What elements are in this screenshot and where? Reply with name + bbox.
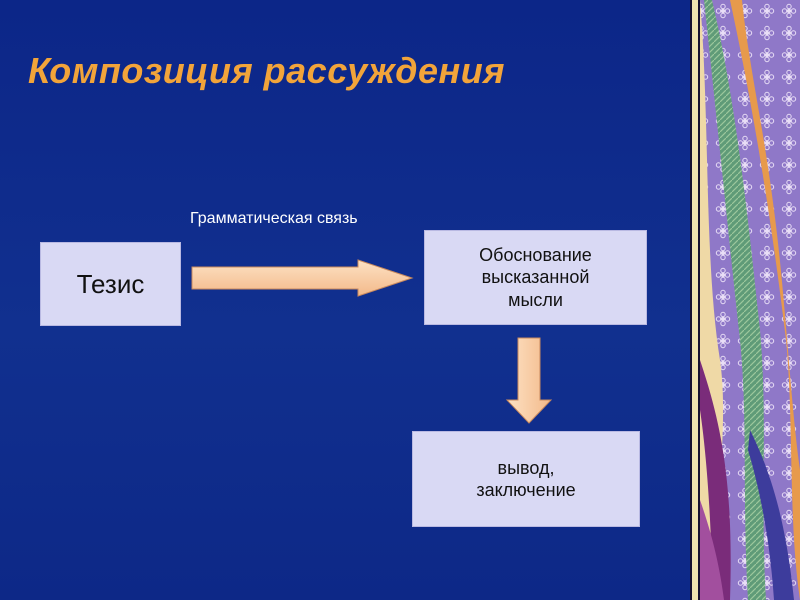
conclusion-box: вывод, заключение	[412, 431, 640, 527]
arrows-layer	[191, 259, 553, 424]
decorative-side-panel	[690, 0, 800, 600]
connector-label: Грамматическая связь	[190, 210, 358, 227]
down-arrow	[505, 337, 553, 424]
thesis-text: Тезис	[76, 268, 145, 299]
reasoning-text: Обоснование высказанной мысли	[479, 244, 592, 310]
thesis-box: Тезис	[40, 242, 181, 326]
slide-title: Композиция рассуждения	[28, 50, 505, 91]
decorative-pattern-image	[690, 0, 800, 600]
reasoning-box: Обоснование высказанной мысли	[424, 230, 647, 325]
right-arrow	[191, 259, 414, 297]
conclusion-text: вывод, заключение	[476, 457, 576, 501]
